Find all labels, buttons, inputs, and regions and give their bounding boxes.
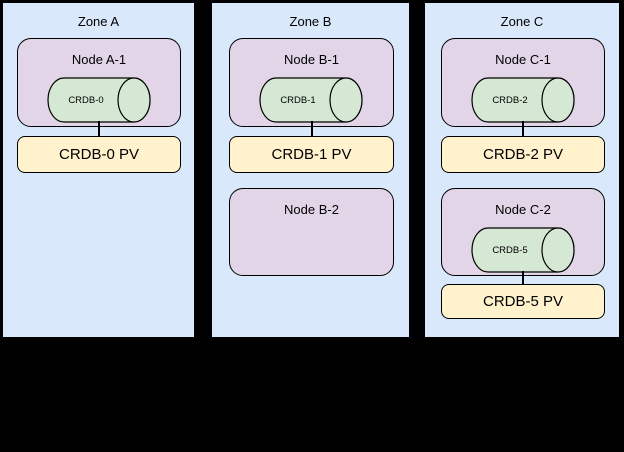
crdb-2-pv: CRDB-2 PV (441, 136, 605, 173)
crdb-5-pv: CRDB-5 PV (441, 284, 605, 319)
connector-line-a1-pv (98, 121, 100, 136)
database-cylinder-icon (471, 77, 575, 123)
crdb-0-pv: CRDB-0 PV (17, 136, 181, 173)
node-a1: Node A-1 CRDB-0 (17, 38, 181, 127)
node-c2-title: Node C-2 (495, 202, 551, 217)
crdb-1-label: CRDB-1 (280, 94, 316, 106)
crdb-1-pv: CRDB-1 PV (229, 136, 394, 173)
connector-line-b1-pv (311, 121, 313, 136)
crdb-1-pod: CRDB-1 (259, 77, 363, 123)
crdb-2-label: CRDB-2 (492, 94, 528, 106)
database-cylinder-icon (47, 77, 151, 123)
crdb-5-label: CRDB-5 (492, 244, 528, 256)
zone-c-title: Zone C (500, 14, 544, 29)
connector-line-c1-pv (522, 121, 524, 136)
zone-b-title: Zone B (289, 14, 332, 29)
zone-c: Zone C Node C-1 CRDB-2 CRDB-2 PV Node C-… (424, 2, 620, 338)
zone-b: Zone B Node B-1 CRDB-1 CRDB-1 PV Node B-… (211, 2, 410, 338)
database-cylinder-icon (471, 227, 575, 273)
crdb-0-pod: CRDB-0 (47, 77, 151, 123)
node-b1: Node B-1 CRDB-1 (229, 38, 394, 127)
crdb-5-pod: CRDB-5 (471, 227, 575, 273)
connector-line-c2-pv (522, 271, 524, 284)
zone-a-title: Zone A (77, 14, 120, 29)
crdb-2-pod: CRDB-2 (471, 77, 575, 123)
node-c2: Node C-2 CRDB-5 (441, 188, 605, 276)
node-b2: Node B-2 (229, 188, 394, 276)
node-b2-title: Node B-2 (284, 202, 339, 217)
database-cylinder-icon (259, 77, 363, 123)
zone-a: Zone A Node A-1 CRDB-0 CRDB-0 PV (2, 2, 195, 338)
node-c1-title: Node C-1 (495, 52, 551, 67)
node-b1-title: Node B-1 (284, 52, 339, 67)
node-c1: Node C-1 CRDB-2 (441, 38, 605, 127)
node-a1-title: Node A-1 (71, 52, 127, 67)
crdb-0-label: CRDB-0 (68, 94, 104, 106)
